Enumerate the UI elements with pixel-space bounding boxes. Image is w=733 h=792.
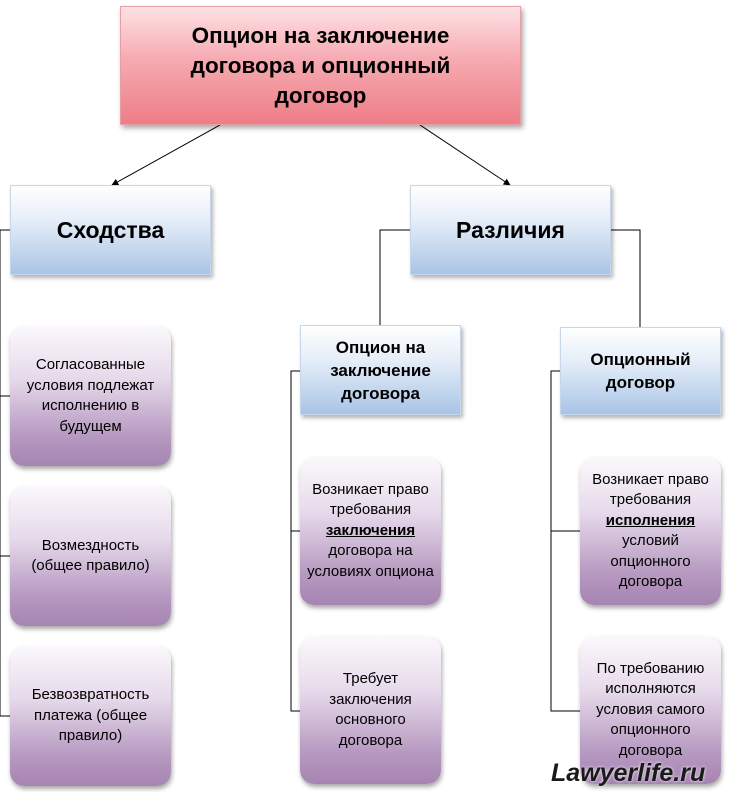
differences-right-connector — [611, 229, 641, 327]
option-conclusion-heading: Опцион на заключение договора — [300, 325, 461, 415]
similarities-bracket — [0, 229, 10, 717]
differences-heading: Различия — [410, 185, 611, 275]
arrow-to-differences — [419, 124, 511, 186]
similarity-card-consideration: Возмездность (общее правило) — [10, 486, 171, 626]
emphasis-performance: исполнения — [605, 511, 696, 529]
option-contract-card-on-demand: По требованию исполняются условия самого… — [580, 636, 721, 784]
watermark: Lawyerlife.ru — [551, 759, 706, 787]
option-conclusion-bracket — [290, 370, 300, 712]
differences-left-connector — [379, 229, 410, 325]
option-conclusion-card-right: Возникает право требования заключения до… — [300, 457, 441, 605]
option-contract-heading: Опционный договор — [560, 327, 721, 415]
similarity-card-non-refundable: Безвозвратность платежа (общее правило) — [10, 646, 171, 786]
option-contract-card-right: Возникает право требования исполнения ус… — [580, 457, 721, 605]
emphasis-conclusion: заключения — [325, 521, 416, 539]
option-conclusion-card-main-contract: Требует заключения основного договора — [300, 636, 441, 784]
diagram-title: Опцион на заключение договора и опционны… — [120, 6, 521, 125]
similarities-heading: Сходства — [10, 185, 211, 275]
arrow-to-similarities — [111, 124, 221, 186]
similarity-card-future-performance: Согласованные условия подлежат исполнени… — [10, 326, 171, 466]
option-contract-bracket — [550, 370, 580, 712]
